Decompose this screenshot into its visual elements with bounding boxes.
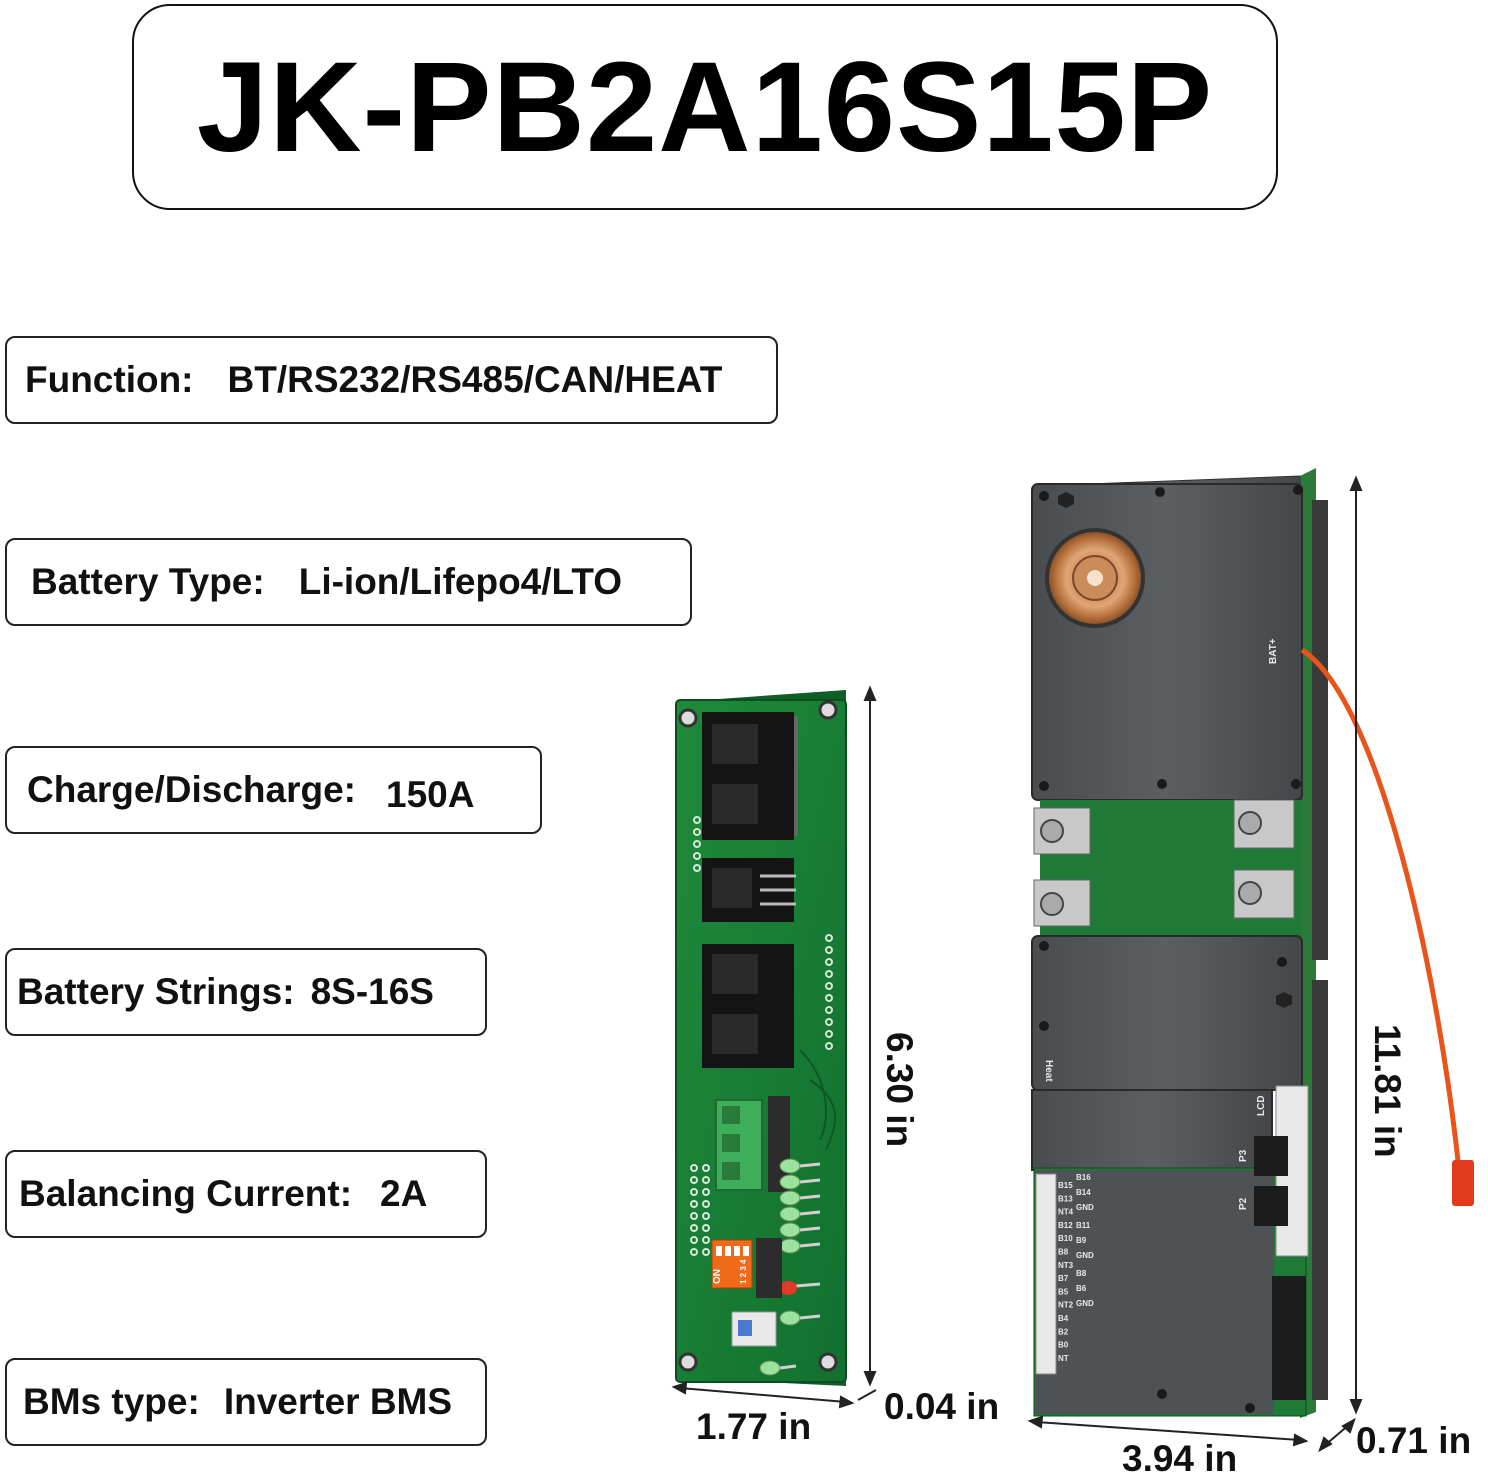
spec-value: 150A — [386, 774, 475, 815]
spec-bms-type: BMs type: Inverter BMS — [5, 1358, 487, 1446]
spec-function: Function: BT/RS232/RS485/CAN/HEAT — [5, 336, 778, 424]
label-lcd: LCD — [1256, 1095, 1267, 1116]
spec-balancing-current: Balancing Current: 2A — [5, 1150, 487, 1238]
pin-label: B14 — [1076, 1188, 1091, 1197]
spec-key: Battery Type: — [31, 561, 265, 602]
main-board-height-label: 11.81 in — [1367, 1024, 1408, 1158]
pin-label: GND — [1076, 1299, 1094, 1308]
main-board — [1031, 468, 1474, 1418]
pin-label: B16 — [1076, 1173, 1091, 1182]
label-heat: Heat — [1043, 1060, 1054, 1082]
pin-label: B9 — [1076, 1236, 1087, 1245]
pin-label: B15 — [1058, 1181, 1073, 1190]
pin-label: B0 — [1058, 1341, 1069, 1350]
pin-label: B7 — [1058, 1274, 1069, 1283]
dimension-lines — [671, 475, 1363, 1453]
pin-label: B6 — [1076, 1284, 1087, 1293]
pin-label: NT4 — [1058, 1208, 1074, 1217]
label-dip-on: ON — [712, 1269, 723, 1284]
pin-label: NT — [1058, 1354, 1069, 1363]
label-dip-numbers: 1 2 3 4 — [739, 1259, 748, 1284]
spec-value: Li-ion/Lifepo4/LTO — [298, 561, 623, 602]
spec-value: 8S-16S — [310, 971, 434, 1012]
spec-key: Battery Strings: — [17, 971, 295, 1012]
pin-label: GND — [1076, 1203, 1094, 1212]
main-board-thickness-label: 0.71 in — [1356, 1420, 1472, 1461]
pin-label: B8 — [1058, 1248, 1069, 1257]
pin-label: NT2 — [1058, 1301, 1074, 1310]
pin-label: B10 — [1058, 1234, 1073, 1243]
label-p3: P3 — [1238, 1149, 1249, 1162]
spec-key: Balancing Current: — [19, 1173, 353, 1214]
spec-key: Charge/Discharge: — [27, 769, 356, 810]
pin-label: B12 — [1058, 1221, 1073, 1230]
small-board-height-label: 6.30 in — [879, 1032, 920, 1148]
label-p2: P2 — [1238, 1197, 1249, 1210]
title-box: JK-PB2A16S15P — [132, 4, 1278, 210]
pin-label: B4 — [1058, 1314, 1069, 1323]
pin-label: B11 — [1076, 1221, 1091, 1230]
spec-battery-type: Battery Type: Li-ion/Lifepo4/LTO — [5, 538, 692, 626]
small-board-thickness-label: 0.04 in — [884, 1386, 1000, 1427]
label-bat-plus: BAT+ — [1268, 638, 1279, 664]
spec-battery-strings: Battery Strings: 8S-16S — [5, 948, 487, 1036]
main-board-width-label: 3.94 in — [1122, 1438, 1238, 1479]
spec-value: BT/RS232/RS485/CAN/HEAT — [227, 359, 723, 400]
pin-label: NT3 — [1058, 1261, 1074, 1270]
small-board — [675, 690, 847, 1386]
pin-label: B2 — [1058, 1327, 1069, 1336]
pin-label: B8 — [1076, 1269, 1087, 1278]
product-title: JK-PB2A16S15P — [196, 35, 1214, 179]
pin-label: B13 — [1058, 1194, 1073, 1203]
pin-label: GND — [1076, 1251, 1094, 1260]
pin-label: B5 — [1058, 1287, 1069, 1296]
spec-value: 2A — [380, 1173, 428, 1214]
spec-key: BMs type: — [23, 1381, 200, 1422]
spec-charge-discharge: Charge/Discharge: 150A — [5, 746, 542, 834]
spec-key: Function: — [25, 359, 194, 400]
small-board-width-label: 1.77 in — [696, 1406, 812, 1447]
spec-value: Inverter BMS — [223, 1381, 453, 1422]
